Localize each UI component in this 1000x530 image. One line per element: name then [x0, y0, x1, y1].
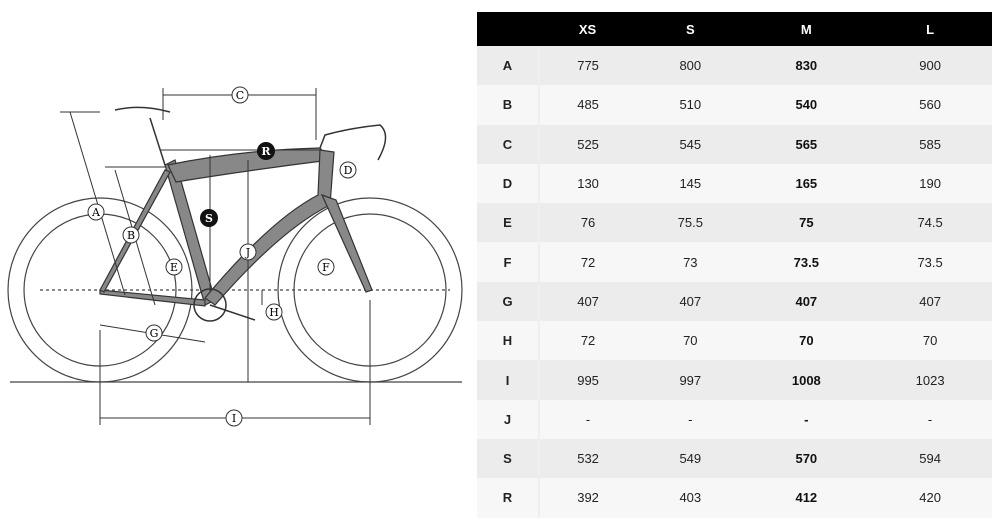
table-row: J----: [477, 399, 992, 439]
label-d: D: [344, 164, 353, 177]
cell-m: 1008: [744, 360, 869, 400]
cell-l: 70: [868, 321, 992, 361]
bike-frame: [99, 147, 373, 307]
row-label: I: [477, 360, 540, 400]
header-s: S: [636, 12, 745, 46]
cell-m: 565: [744, 124, 869, 164]
label-i: I: [232, 412, 236, 425]
row-label: C: [477, 124, 540, 164]
label-b: B: [127, 229, 135, 242]
row-label: D: [477, 163, 540, 204]
cell-xs: 72: [539, 321, 637, 361]
cell-l: 900: [868, 46, 992, 86]
label-g: G: [150, 327, 159, 340]
row-label: R: [477, 478, 540, 518]
cell-m: -: [744, 399, 869, 439]
row-label: H: [477, 321, 540, 361]
cell-s: 997: [636, 360, 745, 400]
row-label: F: [477, 242, 540, 282]
header-m: M: [744, 12, 869, 46]
cell-m: 165: [744, 163, 869, 204]
row-label: E: [477, 203, 540, 243]
cell-s: 510: [636, 85, 745, 125]
cell-l: 73.5: [868, 242, 992, 282]
row-label: S: [477, 438, 540, 479]
cell-l: 74.5: [868, 203, 992, 243]
cell-m: 570: [744, 438, 869, 479]
cell-s: 800: [636, 46, 745, 86]
cell-xs: 72: [539, 242, 637, 282]
cell-s: 549: [636, 438, 745, 479]
label-f: F: [322, 261, 330, 274]
cell-xs: 532: [539, 438, 637, 479]
header-l: L: [868, 12, 992, 46]
cell-s: 545: [636, 124, 745, 164]
cell-xs: 392: [539, 478, 637, 518]
cell-xs: 76: [539, 203, 637, 243]
row-label: J: [477, 399, 540, 439]
cell-xs: 485: [539, 85, 637, 125]
label-a: A: [91, 206, 101, 219]
cell-l: 1023: [868, 360, 992, 400]
cell-m: 830: [744, 46, 869, 86]
cell-s: 70: [636, 321, 745, 361]
cell-m: 540: [744, 85, 869, 125]
cell-xs: 995: [539, 360, 637, 400]
cell-m: 407: [744, 281, 869, 322]
cell-l: 407: [868, 281, 992, 322]
label-s: S: [205, 212, 213, 225]
cell-m: 412: [744, 478, 869, 518]
label-j: J: [245, 246, 250, 259]
cell-l: 190: [868, 163, 992, 204]
cell-s: -: [636, 399, 745, 439]
cell-l: -: [868, 399, 992, 439]
cell-l: 594: [868, 438, 992, 479]
label-h: H: [269, 306, 279, 319]
cell-l: 560: [868, 85, 992, 125]
cell-s: 407: [636, 281, 745, 322]
cell-xs: 407: [539, 281, 637, 322]
cell-s: 403: [636, 478, 745, 518]
cell-m: 75: [744, 203, 869, 243]
label-e: E: [170, 261, 178, 274]
cell-s: 73: [636, 242, 745, 282]
cell-xs: 775: [539, 46, 637, 86]
row-label: A: [477, 46, 540, 86]
cell-xs: 130: [539, 163, 637, 204]
cell-l: 420: [868, 478, 992, 518]
cell-s: 145: [636, 163, 745, 204]
label-r: R: [261, 145, 271, 158]
header-label: [477, 12, 539, 46]
cell-m: 73.5: [744, 242, 869, 282]
header-xs: XS: [539, 12, 637, 46]
cell-m: 70: [744, 321, 869, 361]
row-label: B: [477, 85, 540, 125]
cell-l: 585: [868, 124, 992, 164]
label-c: C: [236, 89, 244, 102]
cell-xs: -: [539, 399, 637, 439]
row-label: G: [477, 281, 540, 322]
table-header-row: XS S M L: [477, 12, 992, 46]
cell-xs: 525: [539, 124, 637, 164]
bike-geometry-diagram: C A B D E F G H I J S R: [7, 86, 463, 427]
cell-s: 75.5: [636, 203, 745, 243]
